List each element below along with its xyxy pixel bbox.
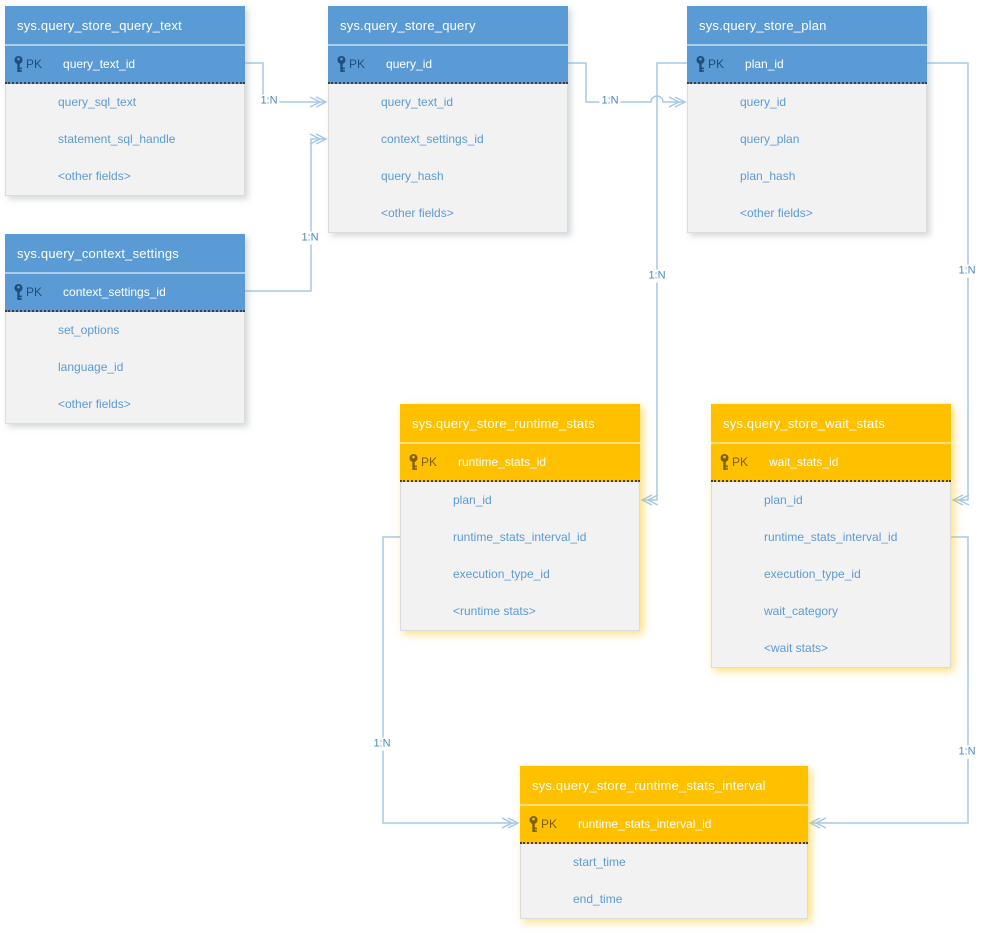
table-fields: query_id query_plan plan_hash <other fie… [687, 84, 927, 233]
table-query-store-wait-stats: sys.query_store_wait_stats PK wait_stats… [711, 404, 951, 668]
pk-field-name: query_text_id [63, 57, 136, 71]
field-row: set_options [58, 323, 120, 337]
table-fields: plan_id runtime_stats_interval_id execut… [400, 482, 640, 631]
field-row: start_time [573, 855, 626, 869]
field-row: plan_hash [740, 169, 796, 183]
pk-field-name: query_id [386, 57, 433, 71]
table-fields: start_time end_time [520, 844, 808, 919]
table-title: sys.query_context_settings [5, 234, 245, 272]
field-row: <other fields> [58, 169, 131, 183]
connector-waitstats-to-interval [808, 536, 969, 829]
pk-tag: PK [26, 285, 43, 299]
field-row: <other fields> [58, 397, 131, 411]
table-fields: query_sql_text statement_sql_handle <oth… [5, 84, 245, 196]
field-row: <runtime stats> [453, 604, 536, 618]
table-query-store-runtime-stats-interval: sys.query_store_runtime_stats_interval P… [520, 766, 808, 919]
field-row: <other fields> [740, 206, 813, 220]
field-row: end_time [573, 892, 623, 906]
table-fields: set_options language_id <other fields> [5, 312, 245, 424]
table-query-store-query: sys.query_store_query PK query_id query_… [328, 6, 568, 233]
connector-query-to-plan [568, 62, 687, 108]
pk-tag: PK [708, 57, 725, 71]
field-row: plan_id [764, 493, 803, 507]
field-row: runtime_stats_interval_id [764, 530, 898, 544]
connector-contextsettings-to-query [245, 133, 328, 292]
field-row: query_text_id [381, 95, 454, 109]
connector-querytext-to-query [245, 62, 328, 108]
field-row: query_sql_text [58, 95, 137, 109]
table-title: sys.query_store_runtime_stats_interval [520, 766, 808, 804]
table-title: sys.query_store_wait_stats [711, 404, 951, 442]
field-row: query_plan [740, 132, 800, 146]
field-row: runtime_stats_interval_id [453, 530, 587, 544]
primary-key-row: PK context_settings_id [5, 272, 245, 312]
field-row: plan_id [453, 493, 492, 507]
pk-tag: PK [26, 57, 43, 71]
field-row: statement_sql_handle [58, 132, 176, 146]
cardinality-label: 1:N [371, 737, 393, 751]
table-fields: query_text_id context_settings_id query_… [328, 84, 568, 233]
cardinality-label: 1:N [299, 231, 321, 245]
primary-key-row: PK plan_id [687, 44, 927, 84]
field-row: wait_category [764, 604, 839, 618]
field-row: query_id [740, 95, 787, 109]
primary-key-icon [695, 55, 706, 73]
connector-plan-to-waitstats [927, 62, 970, 506]
primary-key-row: PK query_id [328, 44, 568, 84]
field-row: query_hash [381, 169, 444, 183]
table-query-store-runtime-stats: sys.query_store_runtime_stats PK runtime… [400, 404, 640, 631]
primary-key-row: PK runtime_stats_interval_id [520, 804, 808, 844]
cardinality-label: 1:N [258, 94, 280, 108]
table-title: sys.query_store_plan [687, 6, 927, 44]
connector-runtimestats-to-interval [382, 536, 520, 829]
primary-key-row: PK runtime_stats_id [400, 442, 640, 482]
pk-field-name: runtime_stats_id [458, 455, 547, 469]
pk-field-name: plan_id [745, 57, 784, 71]
table-query-context-settings: sys.query_context_settings PK context_se… [5, 234, 245, 424]
cardinality-label: 1:N [956, 264, 978, 278]
field-row: <wait stats> [764, 641, 829, 655]
pk-tag: PK [732, 455, 749, 469]
cardinality-label: 1:N [956, 745, 978, 759]
table-fields: plan_id runtime_stats_interval_id execut… [711, 482, 951, 668]
field-row: language_id [58, 360, 124, 374]
table-title: sys.query_store_query [328, 6, 568, 44]
pk-tag: PK [349, 57, 366, 71]
pk-tag: PK [541, 817, 558, 831]
table-title: sys.query_store_runtime_stats [400, 404, 640, 442]
table-query-store-query-text: sys.query_store_query_text PK query_text… [5, 6, 245, 196]
field-row: execution_type_id [764, 567, 861, 581]
connector-plan-to-runtimestats [640, 62, 687, 506]
primary-key-icon [13, 55, 24, 73]
table-title: sys.query_store_query_text [5, 6, 245, 44]
table-query-store-plan: sys.query_store_plan PK plan_id query_id… [687, 6, 927, 233]
pk-field-name: wait_stats_id [769, 455, 839, 469]
pk-tag: PK [421, 455, 438, 469]
primary-key-row: PK wait_stats_id [711, 442, 951, 482]
primary-key-icon [719, 453, 730, 471]
primary-key-icon [528, 815, 539, 833]
primary-key-row: PK query_text_id [5, 44, 245, 84]
pk-field-name: context_settings_id [63, 285, 166, 299]
primary-key-icon [13, 283, 24, 301]
primary-key-icon [336, 55, 347, 73]
pk-field-name: runtime_stats_interval_id [578, 817, 712, 831]
field-row: execution_type_id [453, 567, 550, 581]
primary-key-icon [408, 453, 419, 471]
field-row: <other fields> [381, 206, 454, 220]
cardinality-label: 1:N [646, 269, 668, 283]
cardinality-label: 1:N [599, 94, 621, 108]
field-row: context_settings_id [381, 132, 484, 146]
